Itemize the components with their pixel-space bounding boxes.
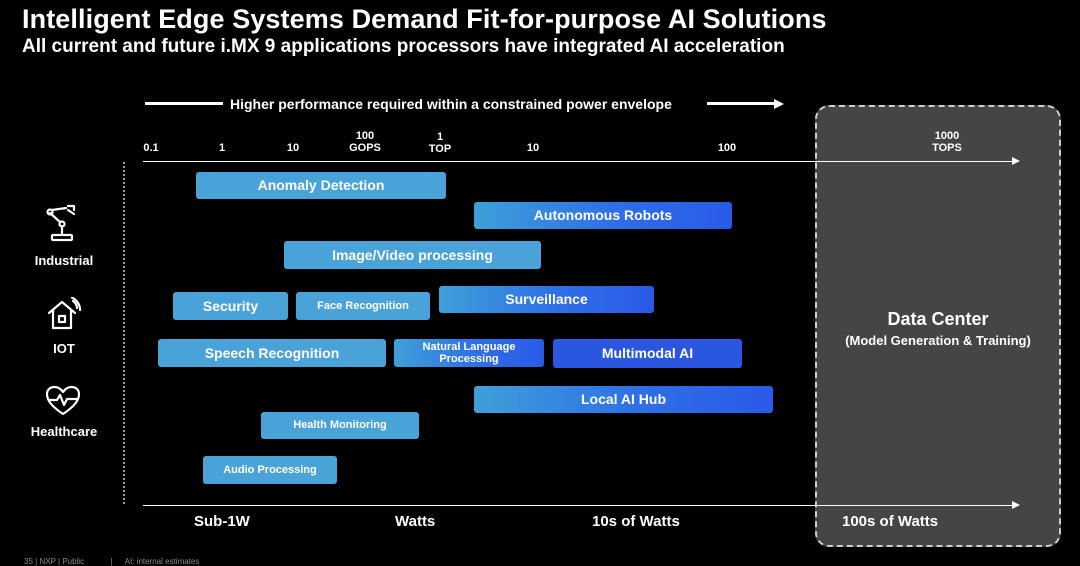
bar-audio-processing: Audio Processing [203, 456, 337, 484]
category-industrial: Industrial [34, 253, 94, 268]
data-center-title: Data Center [887, 309, 989, 329]
tick-1: 1 [218, 142, 226, 154]
performance-arrow-left-line [145, 102, 223, 105]
page-subtitle: All current and future i.MX 9 applicatio… [22, 36, 785, 57]
performance-arrow-head [774, 99, 784, 109]
tick-1000-tops: 1000 TOPS [932, 130, 962, 154]
footer-company: NXP [39, 557, 56, 566]
bar-multimodal-ai: Multimodal AI [553, 339, 742, 368]
page-title: Intelligent Edge Systems Demand Fit-for-… [22, 4, 827, 34]
bar-security: Security [173, 292, 288, 320]
tick-10: 10 [286, 142, 300, 154]
power-axis-head [1012, 501, 1020, 509]
bar-health-monitoring: Health Monitoring [261, 412, 419, 439]
footer-classification: Public [62, 557, 85, 566]
tick-10-tops: 10 [526, 142, 540, 154]
bar-speech-recognition: Speech Recognition [158, 339, 386, 367]
power-label-10s-watts: 10s of Watts [592, 513, 680, 530]
data-center-subtitle: (Model Generation & Training) [845, 333, 1031, 348]
performance-arrow-right-line [707, 102, 775, 105]
tick-1-top: 1 TOP [428, 131, 452, 155]
performance-axis-head [1012, 157, 1020, 165]
category-divider [123, 162, 125, 504]
footer-page-number: 35 [24, 557, 33, 566]
power-label-sub-1w: Sub-1W [194, 513, 250, 530]
bar-local-ai-hub: Local AI Hub [474, 386, 773, 413]
power-label-watts: Watts [395, 513, 436, 530]
bar-face-recognition: Face Recognition [296, 292, 430, 320]
footer-note: AI: internal estimates [124, 557, 200, 566]
bar-image-video-processing: Image/Video processing [284, 241, 541, 269]
category-iot: IOT [53, 341, 75, 356]
bar-anomaly-detection: Anomaly Detection [196, 172, 446, 199]
footer: 35 | NXP | Public | AI: internal estimat… [24, 557, 200, 566]
category-healthcare: Healthcare [30, 424, 98, 439]
tick-0-1: 0.1 [143, 142, 159, 154]
performance-axis-line [143, 161, 1013, 162]
heart-pulse-icon [45, 385, 81, 417]
tick-100-gops: 100 GOPS [349, 130, 381, 154]
data-center-box [815, 105, 1061, 547]
power-axis-line [143, 505, 1013, 506]
bar-surveillance: Surveillance [439, 286, 654, 313]
performance-arrow-text: Higher performance required within a con… [230, 96, 672, 112]
bar-natural-language-processing: Natural Language Processing [394, 339, 544, 367]
bar-autonomous-robots: Autonomous Robots [474, 202, 732, 229]
smart-home-icon [46, 297, 82, 331]
tick-100-tops: 100 [717, 142, 737, 154]
robot-arm-icon [44, 204, 80, 242]
power-label-100s-watts: 100s of Watts [842, 513, 939, 530]
